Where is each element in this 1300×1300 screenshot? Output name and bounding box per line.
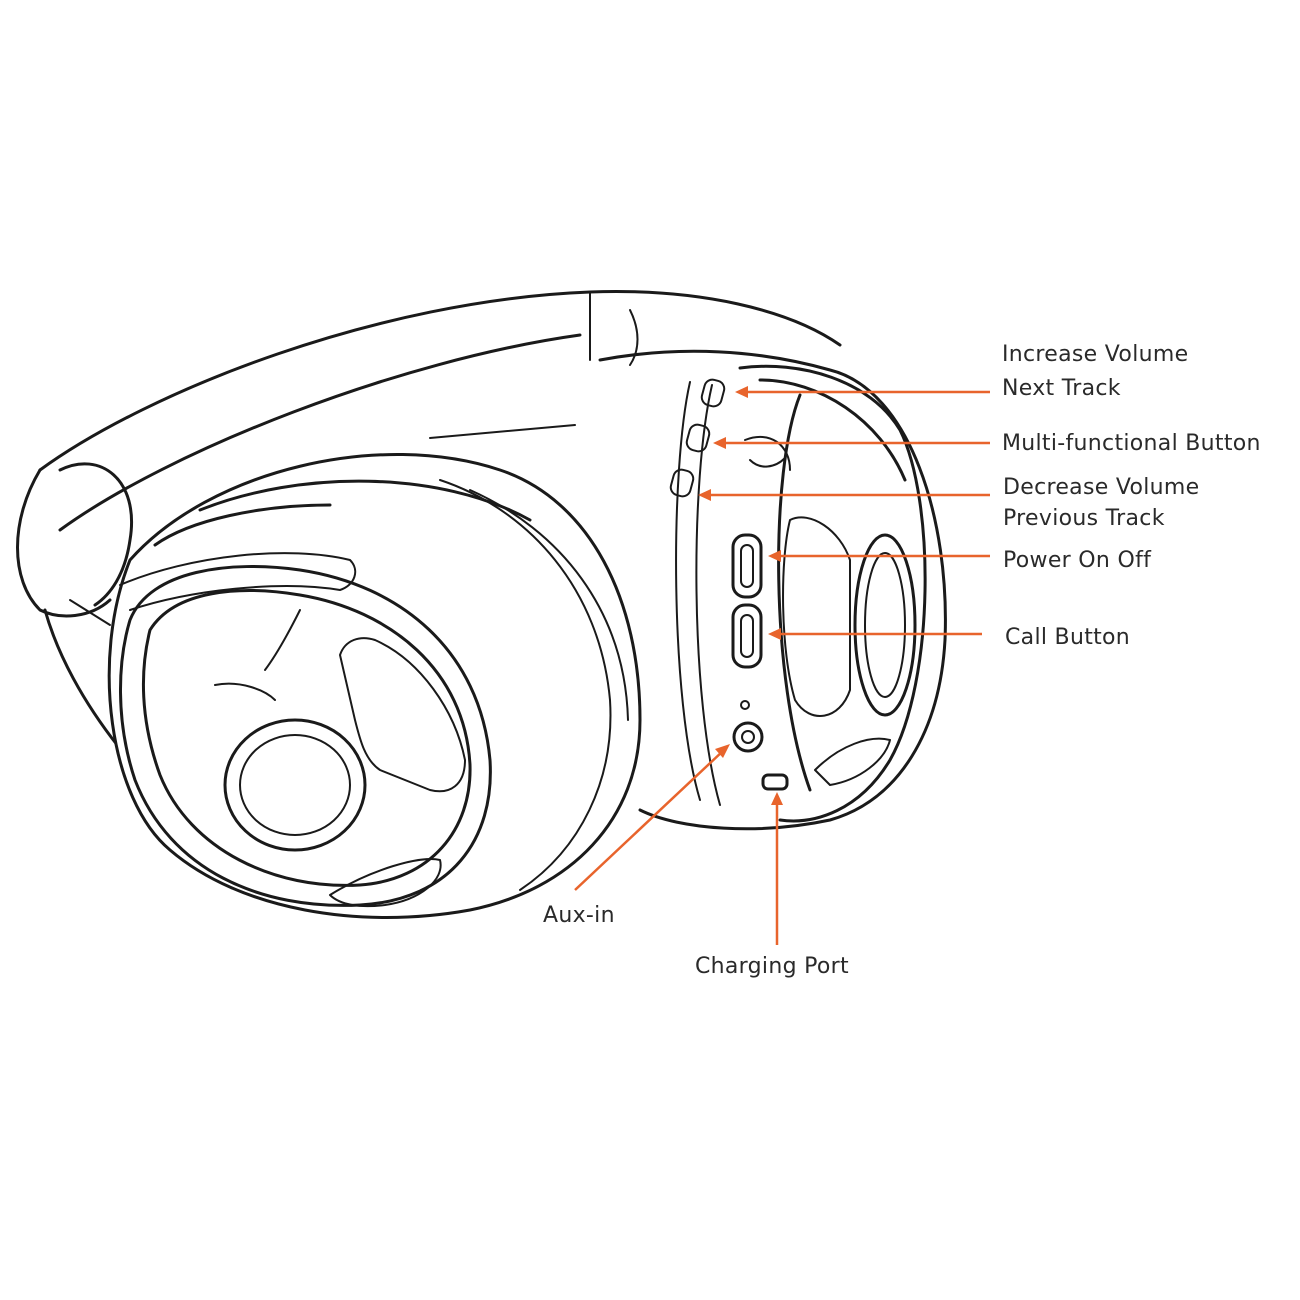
label-power: Power On Off: [1003, 548, 1152, 573]
arrow-aux: [715, 744, 730, 758]
right-ear-cup: [598, 349, 947, 831]
call-button: [731, 603, 763, 669]
leader-aux: [574, 749, 725, 891]
arrow-charging: [771, 792, 783, 805]
label-multi-function: Multi-functional Button: [1002, 431, 1261, 456]
label-increase-volume: Increase Volume: [1002, 342, 1189, 367]
decrease-volume-button: [669, 468, 695, 498]
callout-leaders: [574, 386, 990, 945]
left-ear-cup: [107, 453, 642, 919]
label-decrease-volume: Decrease Volume: [1003, 475, 1200, 500]
arrow-call: [768, 628, 781, 640]
label-aux: Aux-in: [543, 903, 615, 928]
arrow-increase-volume: [735, 386, 748, 398]
arrow-power: [768, 550, 781, 562]
aux-jack: [732, 721, 764, 753]
label-previous-track: Previous Track: [1003, 506, 1165, 531]
multi-function-button: [685, 423, 711, 453]
label-next-track: Next Track: [1002, 376, 1121, 401]
power-button: [731, 533, 763, 599]
arrow-decrease-volume: [698, 489, 711, 501]
increase-volume-button: [700, 378, 726, 408]
usb-port: [761, 773, 789, 791]
side-buttons: [669, 378, 789, 791]
arrow-multi-function: [713, 437, 726, 449]
label-charging: Charging Port: [695, 954, 849, 979]
left-cup-center: [223, 718, 367, 852]
label-call: Call Button: [1005, 625, 1131, 650]
